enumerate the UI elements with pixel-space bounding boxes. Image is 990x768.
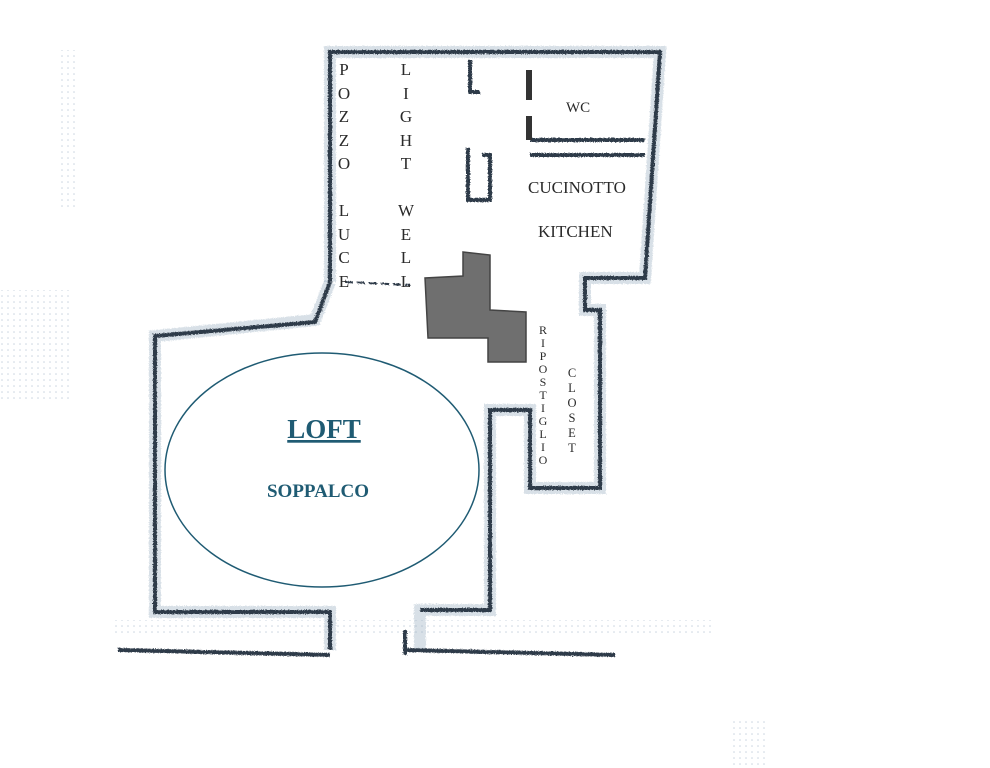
label-letter: O bbox=[538, 453, 548, 467]
loft-label: LOFT bbox=[287, 414, 361, 444]
label-letter: L bbox=[400, 248, 412, 267]
label-letter: R bbox=[538, 323, 547, 337]
label-letter: Z bbox=[338, 107, 350, 126]
wc-label: WC bbox=[566, 92, 591, 117]
label-letter: L bbox=[338, 201, 350, 220]
label-letter: O bbox=[337, 83, 351, 103]
label-letter: L bbox=[400, 60, 412, 79]
entrance-wall-right bbox=[404, 648, 616, 657]
label-letter: S bbox=[568, 411, 576, 425]
upper-outer-wall bbox=[328, 50, 663, 612]
label-letter bbox=[342, 176, 346, 200]
label-letter: W bbox=[397, 201, 415, 220]
label-letter: O bbox=[337, 154, 351, 173]
partition-wall bbox=[466, 148, 492, 202]
entrance-wall-left bbox=[117, 648, 331, 657]
label-letter: T bbox=[568, 441, 576, 455]
label-letter: I bbox=[541, 401, 545, 415]
walls bbox=[117, 50, 663, 657]
label-letter: P bbox=[339, 60, 349, 79]
light-well-boundary bbox=[344, 281, 411, 286]
label-letter: L bbox=[568, 381, 576, 395]
label-letter: I bbox=[403, 83, 409, 103]
label-letter: I bbox=[541, 440, 545, 454]
label-letter: S bbox=[539, 375, 547, 389]
label-letter: E bbox=[338, 271, 350, 291]
label-letter: E bbox=[400, 224, 412, 244]
kitchen-label: KITCHEN bbox=[538, 222, 613, 241]
label-letter: G bbox=[399, 107, 413, 126]
label-letter: I bbox=[541, 336, 545, 350]
label-letter: E bbox=[568, 426, 576, 440]
wall-stub-top bbox=[468, 60, 480, 94]
label-letter: T bbox=[400, 154, 412, 173]
label-letter bbox=[404, 176, 408, 200]
label-letter: L bbox=[400, 271, 412, 291]
label-letter: C bbox=[567, 366, 577, 380]
label-letter: G bbox=[538, 414, 548, 428]
loft-ellipse bbox=[164, 352, 480, 588]
cucinotto-label: CUCINOTTO bbox=[528, 178, 626, 197]
label-letter: P bbox=[539, 349, 547, 363]
label-letter: Z bbox=[338, 130, 350, 150]
label-letter: U bbox=[337, 224, 351, 244]
door-marker bbox=[526, 70, 532, 140]
label-letter: C bbox=[338, 248, 350, 267]
label-letter: L bbox=[539, 427, 547, 441]
label-letter: T bbox=[539, 388, 547, 402]
loft-outer-wall bbox=[153, 281, 332, 650]
label-letter: H bbox=[399, 130, 413, 150]
label-letter: O bbox=[538, 362, 548, 376]
stairs-block bbox=[424, 251, 527, 363]
soppalco-label: SOPPALCO bbox=[267, 481, 369, 502]
label-letter: O bbox=[567, 396, 577, 410]
